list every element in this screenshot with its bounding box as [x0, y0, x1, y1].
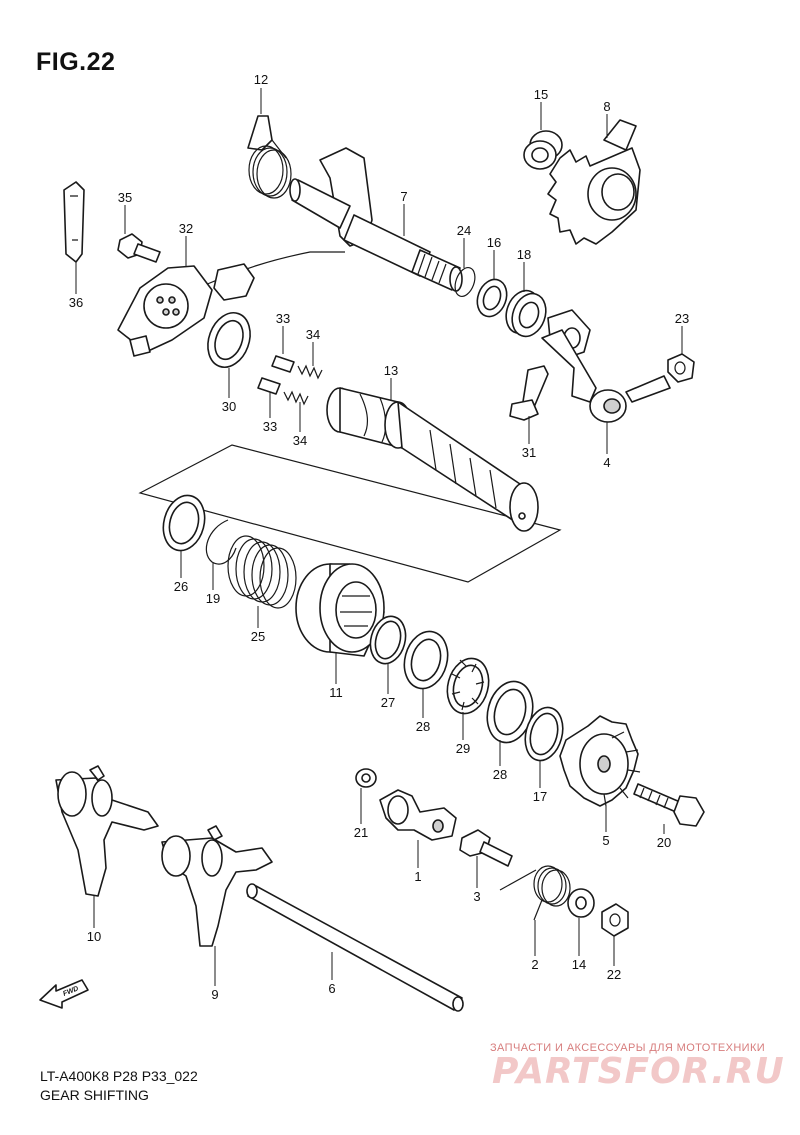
callout-31[interactable]: 31 — [522, 445, 536, 460]
figure-title: FIG.22 — [36, 48, 116, 76]
part-15-bushing[interactable] — [523, 130, 563, 170]
part-18-oil-seal[interactable] — [500, 286, 551, 341]
part-7-gearshift-shaft[interactable] — [289, 147, 463, 292]
part-11-cam-drive-gear[interactable] — [295, 563, 385, 657]
part-21-washer[interactable] — [355, 768, 377, 788]
callout-36[interactable]: 36 — [69, 295, 83, 310]
callout-19[interactable]: 19 — [206, 591, 220, 606]
assembly-boundary-box — [138, 444, 562, 583]
callout-8[interactable]: 8 — [603, 99, 610, 114]
callout-34-upper[interactable]: 34 — [306, 327, 320, 342]
part-28-washer-upper[interactable] — [398, 627, 454, 694]
callout-21[interactable]: 21 — [354, 825, 368, 840]
callout-6[interactable]: 6 — [328, 981, 335, 996]
forward-direction-arrow-icon: FWD — [39, 979, 89, 1009]
callout-numbers: 12 15 8 35 32 7 24 16 18 36 33 34 23 30 … — [69, 72, 689, 1002]
callout-32[interactable]: 32 — [179, 221, 193, 236]
callout-15[interactable]: 15 — [534, 87, 548, 102]
callout-22[interactable]: 22 — [607, 967, 621, 982]
part-26-circlip[interactable] — [157, 491, 210, 555]
callout-13[interactable]: 13 — [384, 363, 398, 378]
callout-2[interactable]: 2 — [531, 957, 538, 972]
callout-10[interactable]: 10 — [87, 929, 101, 944]
callout-23[interactable]: 23 — [675, 311, 689, 326]
part-10-gearshift-fork[interactable] — [55, 765, 159, 897]
part-34-spring-lower[interactable] — [283, 390, 309, 406]
part-4-gearshift-cam-stopper[interactable] — [541, 309, 671, 423]
part-22-nut[interactable] — [601, 903, 629, 937]
callout-3[interactable]: 3 — [473, 889, 480, 904]
part-2-return-spring[interactable] — [499, 865, 571, 921]
watermark-logo: PARTSFOR.RU — [492, 1051, 785, 1092]
callout-24[interactable]: 24 — [457, 223, 471, 238]
callout-7[interactable]: 7 — [400, 189, 407, 204]
part-33-contact-pin-upper[interactable] — [271, 355, 295, 373]
callout-27[interactable]: 27 — [381, 695, 395, 710]
part-31-bolt[interactable] — [509, 365, 549, 421]
part-8-shift-cam-gear[interactable] — [547, 119, 641, 245]
model-code: LT-A400K8 P28 P33_022 — [40, 1068, 198, 1084]
part-1-shift-lever[interactable] — [379, 789, 457, 841]
part-3-shaft-pin[interactable] — [459, 829, 513, 867]
part-25-spring[interactable] — [227, 535, 297, 609]
callout-35[interactable]: 35 — [118, 190, 132, 205]
callout-17[interactable]: 17 — [533, 789, 547, 804]
part-5-cam-stopper-plate[interactable] — [559, 715, 641, 807]
part-16-washer[interactable] — [472, 275, 511, 320]
callout-33-upper[interactable]: 33 — [276, 311, 290, 326]
part-24-circlip[interactable] — [451, 265, 478, 299]
part-32-gear-position-switch[interactable] — [117, 251, 345, 357]
part-23-nut[interactable] — [667, 353, 695, 383]
callout-18[interactable]: 18 — [517, 247, 531, 262]
callout-29[interactable]: 29 — [456, 741, 470, 756]
part-12-return-spring[interactable] — [247, 115, 292, 199]
callout-1[interactable]: 1 — [414, 869, 421, 884]
callout-5[interactable]: 5 — [602, 833, 609, 848]
leader-lines — [75, 88, 683, 986]
part-36-clamp[interactable] — [63, 181, 85, 263]
part-9-gearshift-fork[interactable] — [161, 825, 273, 947]
callout-25[interactable]: 25 — [251, 629, 265, 644]
watermark-tagline: ЗАПЧАСТИ И АКСЕССУАРЫ ДЛЯ МОТОТЕХНИКИ — [490, 1042, 766, 1054]
callout-26[interactable]: 26 — [174, 579, 188, 594]
callout-28-upper[interactable]: 28 — [416, 719, 430, 734]
part-6-fork-shaft[interactable] — [246, 883, 464, 1012]
callout-12[interactable]: 12 — [254, 72, 268, 87]
callout-9[interactable]: 9 — [211, 987, 218, 1002]
part-17-washer[interactable] — [520, 703, 569, 764]
callout-20[interactable]: 20 — [657, 835, 671, 850]
part-30-o-ring[interactable] — [201, 307, 258, 373]
part-34-spring-upper[interactable] — [297, 364, 323, 380]
callout-4[interactable]: 4 — [603, 455, 610, 470]
part-29-pawl-lifter[interactable] — [441, 654, 494, 718]
part-20-bolt[interactable] — [633, 783, 705, 827]
part-35-bolt[interactable] — [117, 233, 161, 263]
part-33-contact-pin-lower[interactable] — [257, 377, 281, 395]
callout-16[interactable]: 16 — [487, 235, 501, 250]
callout-30[interactable]: 30 — [222, 399, 236, 414]
callout-33-lower[interactable]: 33 — [263, 419, 277, 434]
callout-34-lower[interactable]: 34 — [293, 433, 307, 448]
callout-11[interactable]: 11 — [329, 685, 343, 700]
callout-28-lower[interactable]: 28 — [493, 767, 507, 782]
part-28-washer-lower[interactable] — [481, 676, 540, 747]
callout-14[interactable]: 14 — [572, 957, 586, 972]
part-13-gearshift-cam[interactable] — [326, 387, 539, 532]
part-27-circlip[interactable] — [365, 612, 410, 667]
figure-name: GEAR SHIFTING — [40, 1087, 149, 1103]
part-14-washer[interactable] — [567, 888, 595, 918]
part-19-snap-ring[interactable] — [205, 519, 237, 565]
